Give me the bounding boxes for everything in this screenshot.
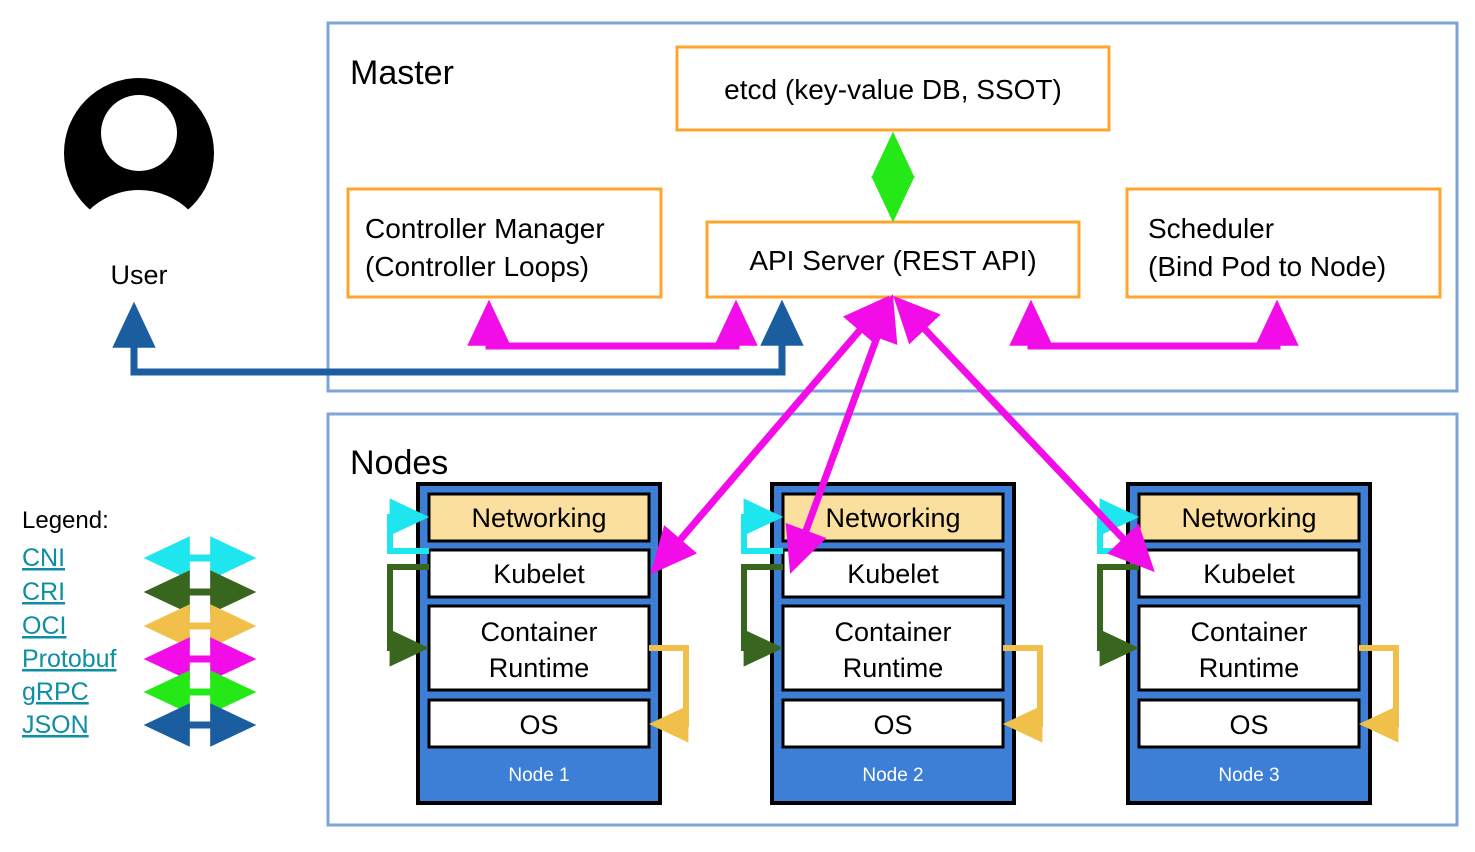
node-2-networking-label: Networking xyxy=(825,503,960,533)
component-etcd[interactable]: etcd (key-value DB, SSOT) xyxy=(675,45,1111,132)
connector-oci-node-1 xyxy=(648,645,689,743)
legend-title: Legend: xyxy=(22,507,109,534)
node-2-layer-container-runtime[interactable] xyxy=(781,604,1005,692)
legend-label-cni[interactable]: CNI xyxy=(22,544,65,572)
connector-json-user-apiserver xyxy=(112,299,804,376)
node-card-1[interactable]: Networking Kubelet Container Runtime OS … xyxy=(416,482,662,805)
legend-label-cri[interactable]: CRI xyxy=(22,578,65,606)
node-3-container-runtime-line1: Container xyxy=(1190,617,1307,647)
component-controller-manager[interactable]: Controller Manager (Controller Loops) xyxy=(346,187,663,299)
node-1-kubelet-label: Kubelet xyxy=(493,559,585,589)
controller-manager-label-line2: (Controller Loops) xyxy=(365,251,589,282)
node-2-name: Node 2 xyxy=(862,765,923,786)
user-avatar-icon xyxy=(64,78,214,230)
node-2-os-label: OS xyxy=(873,710,912,740)
connector-cri-node-1 xyxy=(387,564,430,667)
node-1-container-runtime-line2: Runtime xyxy=(489,653,590,683)
node-card-3[interactable]: Networking Kubelet Container Runtime OS … xyxy=(1126,482,1372,805)
connector-protobuf-node-2-apiserver xyxy=(785,294,898,574)
master-group-title: Master xyxy=(350,54,454,92)
scheduler-label-line2: (Bind Pod to Node) xyxy=(1148,251,1386,282)
controller-manager-label-line1: Controller Manager xyxy=(365,213,605,244)
node-2-layer-os[interactable] xyxy=(781,698,1005,749)
node-3-container-runtime-line2: Runtime xyxy=(1199,653,1300,683)
nodes-group-title: Nodes xyxy=(350,444,448,482)
node-3-networking-label: Networking xyxy=(1181,503,1316,533)
legend-label-grpc[interactable]: gRPC xyxy=(22,678,89,706)
component-scheduler[interactable]: Scheduler (Bind Pod to Node) xyxy=(1125,187,1442,299)
node-3-layer-networking[interactable] xyxy=(1137,492,1361,543)
node-1-container-runtime-line1: Container xyxy=(480,617,597,647)
user-actor[interactable]: User xyxy=(64,78,214,334)
node-2-container-runtime-line2: Runtime xyxy=(843,653,944,683)
user-label: User xyxy=(110,260,167,290)
node-3-kubelet-label: Kubelet xyxy=(1203,559,1295,589)
legend-label-protobuf[interactable]: Protobuf xyxy=(22,645,117,673)
connector-oci-node-3 xyxy=(1358,645,1399,743)
api-server-label: API Server (REST API) xyxy=(749,245,1036,276)
legend-label-oci[interactable]: OCI xyxy=(22,612,66,640)
connector-protobuf-controllermanager-apiserver xyxy=(467,299,758,350)
connector-cni-node-1 xyxy=(387,498,430,554)
node-1-layer-kubelet[interactable] xyxy=(427,548,651,599)
legend-label-json[interactable]: JSON xyxy=(22,711,89,739)
node-1-name: Node 1 xyxy=(508,765,569,786)
node-1-os-label: OS xyxy=(519,710,558,740)
component-api-server[interactable]: API Server (REST API) xyxy=(705,220,1081,299)
node-3-layer-kubelet[interactable] xyxy=(1137,548,1361,599)
connector-protobuf-node-3-apiserver xyxy=(893,295,1155,573)
node-2-kubelet-label: Kubelet xyxy=(847,559,939,589)
node-1-networking-label: Networking xyxy=(471,503,606,533)
legend: Legend: CNI CRI OCI Protobuf gRPC JSON xyxy=(22,507,257,747)
etcd-label: etcd (key-value DB, SSOT) xyxy=(724,74,1062,105)
connector-oci-node-2 xyxy=(1002,645,1043,743)
connector-protobuf-scheduler-apiserver xyxy=(1009,299,1299,350)
node-1-layer-os[interactable] xyxy=(427,698,651,749)
node-2-container-runtime-line1: Container xyxy=(834,617,951,647)
node-3-os-label: OS xyxy=(1229,710,1268,740)
node-3-name: Node 3 xyxy=(1218,765,1279,786)
scheduler-label-line1: Scheduler xyxy=(1148,213,1274,244)
